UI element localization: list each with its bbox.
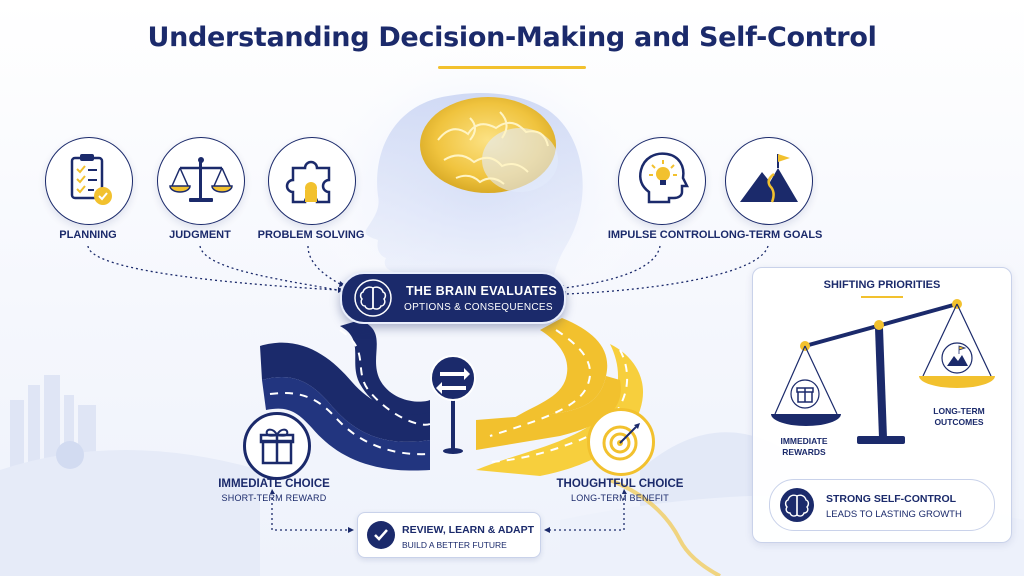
problem-solving-label: PROBLEM SOLVING — [257, 229, 365, 241]
crossroads-sign-icon — [430, 355, 476, 454]
gift-icon — [259, 428, 295, 465]
review-line-1: REVIEW, LEARN & ADAPT — [402, 524, 535, 536]
immediate-rewards-label: IMMEDIATE REWARDS — [767, 436, 841, 458]
thoughtful-choice-title: THOUGHTFUL CHOICE — [556, 478, 684, 490]
clipboard-checklist-icon — [70, 154, 112, 205]
callout-line-1: STRONG SELF-CONTROL — [826, 493, 957, 505]
self-control-callout: STRONG SELF-CONTROL LEADS TO LASTING GRO… — [769, 479, 995, 531]
panel-title-underline — [861, 296, 903, 298]
immediate-choice-title: IMMEDIATE CHOICE — [218, 478, 330, 490]
page-title: Understanding Decision-Making and Self-C… — [147, 22, 877, 53]
immediate-rewards-line-1: IMMEDIATE — [780, 436, 828, 446]
connector-lines — [87, 245, 769, 531]
long-term-outcomes-label: LONG-TERM OUTCOMES — [917, 406, 1001, 428]
thoughtful-choice-circle — [587, 408, 655, 476]
immediate-choice-subtitle: SHORT-TERM REWARD — [221, 493, 327, 503]
problem-solving-circle — [268, 137, 356, 225]
planning-circle — [45, 137, 133, 225]
brain-icon — [780, 488, 814, 522]
judgment-circle — [157, 137, 245, 225]
planning-label: PLANNING — [59, 229, 117, 241]
review-line-2: BUILD A BETTER FUTURE — [402, 540, 507, 550]
long-term-outcomes-line-1: LONG-TERM — [933, 406, 985, 416]
tilted-scale-icon — [771, 299, 995, 444]
long-term-outcomes-line-2: OUTCOMES — [934, 417, 984, 427]
long-term-goals-circle — [725, 137, 813, 225]
banner-line-1: THE BRAIN EVALUATES — [406, 284, 558, 298]
panel-title: SHIFTING PRIORITIES — [823, 279, 941, 291]
judgment-label: JUDGMENT — [169, 229, 231, 241]
impulse-control-label: IMPULSE CONTROL — [607, 229, 715, 241]
brain-icon — [354, 279, 392, 317]
immediate-rewards-line-2: REWARDS — [782, 447, 826, 457]
balance-scale-icon — [169, 157, 233, 202]
thoughtful-choice-subtitle: LONG-TERM BENEFIT — [571, 493, 669, 503]
glowing-brain-icon — [420, 97, 558, 193]
impulse-control-circle — [618, 137, 706, 225]
puzzle-piece-icon — [285, 160, 331, 204]
review-learn-adapt-box: REVIEW, LEARN & ADAPT BUILD A BETTER FUT… — [357, 512, 541, 558]
banner-line-2: OPTIONS & CONSEQUENCES — [404, 302, 553, 313]
brain-evaluates-banner: THE BRAIN EVALUATES OPTIONS & CONSEQUENC… — [340, 272, 566, 324]
long-term-goals-label: LONG-TERM GOALS — [713, 229, 823, 241]
mountain-flag-icon — [740, 154, 798, 203]
title-underline — [438, 66, 586, 69]
target-icon — [602, 423, 640, 461]
shifting-priorities-panel: SHIFTING PRIORITIES IMMEDIATE REWARDS LO… — [752, 267, 1012, 543]
immediate-choice-circle — [243, 412, 311, 480]
head-lightbulb-icon — [639, 152, 690, 204]
check-circle-icon — [367, 521, 395, 549]
callout-line-2: LEADS TO LASTING GROWTH — [826, 509, 962, 520]
